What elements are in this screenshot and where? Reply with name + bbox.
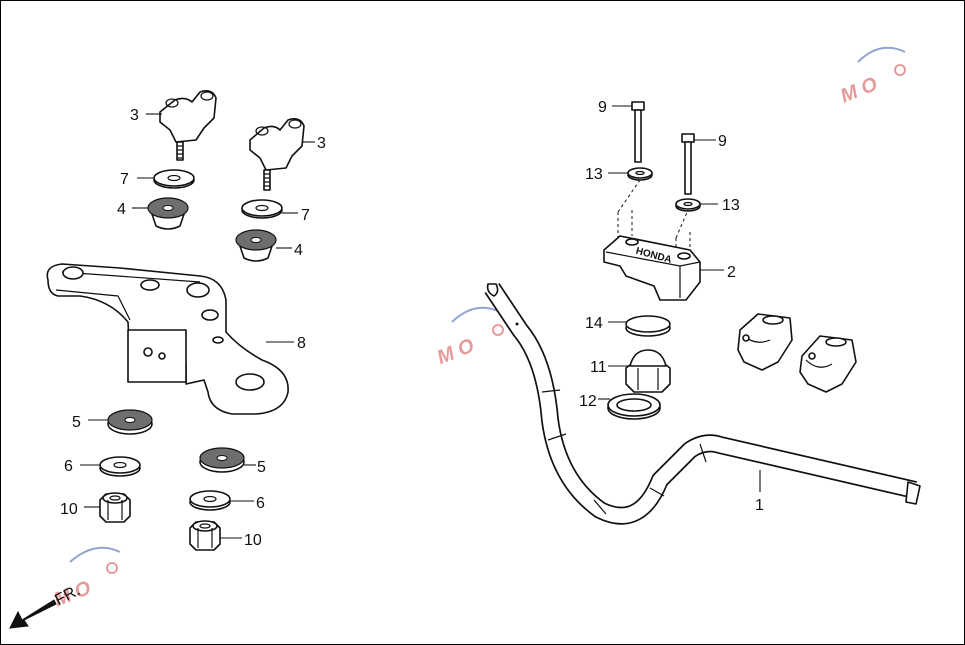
cap-nut-part-11: [625, 349, 671, 393]
riser-part-3-right: [249, 118, 305, 191]
nut-part-10-left: [99, 492, 131, 523]
riser-part-3-left: [159, 90, 217, 161]
cap-part-14: [625, 315, 671, 337]
washer-part-7-right: [241, 199, 283, 219]
bushing-part-4-left: [147, 197, 189, 230]
lower-holder-right: [799, 335, 857, 393]
callout-10a: 10: [60, 501, 78, 518]
watermark-center: M O: [434, 306, 504, 369]
callout-7b: 7: [301, 207, 310, 224]
ring-part-12: [607, 393, 661, 420]
callout-13b: 13: [722, 197, 740, 214]
callout-9a: 9: [598, 99, 607, 116]
top-bridge-part-8: [46, 263, 289, 415]
callout-3a: 3: [130, 107, 139, 124]
callout-4a: 4: [117, 201, 126, 218]
callout-5a: 5: [72, 414, 81, 431]
bushing-part-4-right: [235, 229, 277, 262]
front-direction-arrow: [9, 599, 57, 629]
callout-12: 12: [579, 393, 597, 410]
callout-8: 8: [297, 335, 306, 352]
callout-5b: 5: [257, 459, 266, 476]
upper-holder-part-2: HONDA: [603, 235, 701, 301]
callout-3b: 3: [317, 135, 326, 152]
callout-1: 1: [755, 497, 764, 514]
callout-13a: 13: [585, 166, 603, 183]
washer-part-7-left: [153, 169, 195, 189]
svg-text:M O: M O: [837, 73, 881, 108]
handlebar-part-1: [484, 283, 921, 525]
callout-11: 11: [590, 359, 607, 376]
bolt-part-9-left: [631, 101, 645, 163]
callout-6a: 6: [64, 458, 73, 475]
callout-7a: 7: [120, 171, 129, 188]
callout-4b: 4: [294, 242, 303, 259]
washer-part-13-right: [675, 198, 701, 212]
washer-part-6-right: [189, 490, 231, 511]
lower-holder-left: [737, 313, 793, 371]
washer-part-13-left: [627, 167, 653, 181]
bolt-part-9-right: [681, 133, 695, 195]
svg-text:M O: M O: [434, 334, 478, 369]
callout-10b: 10: [244, 532, 262, 549]
watermark-top-right: M O: [837, 46, 906, 108]
bushing-part-5-left: [107, 409, 153, 435]
bushing-part-5-right: [199, 447, 245, 473]
callout-6b: 6: [256, 495, 265, 512]
washer-part-6-left: [99, 456, 141, 477]
callout-2: 2: [727, 264, 736, 281]
callout-9b: 9: [718, 133, 727, 150]
callout-14: 14: [585, 315, 603, 332]
nut-part-10-right: [189, 520, 221, 551]
